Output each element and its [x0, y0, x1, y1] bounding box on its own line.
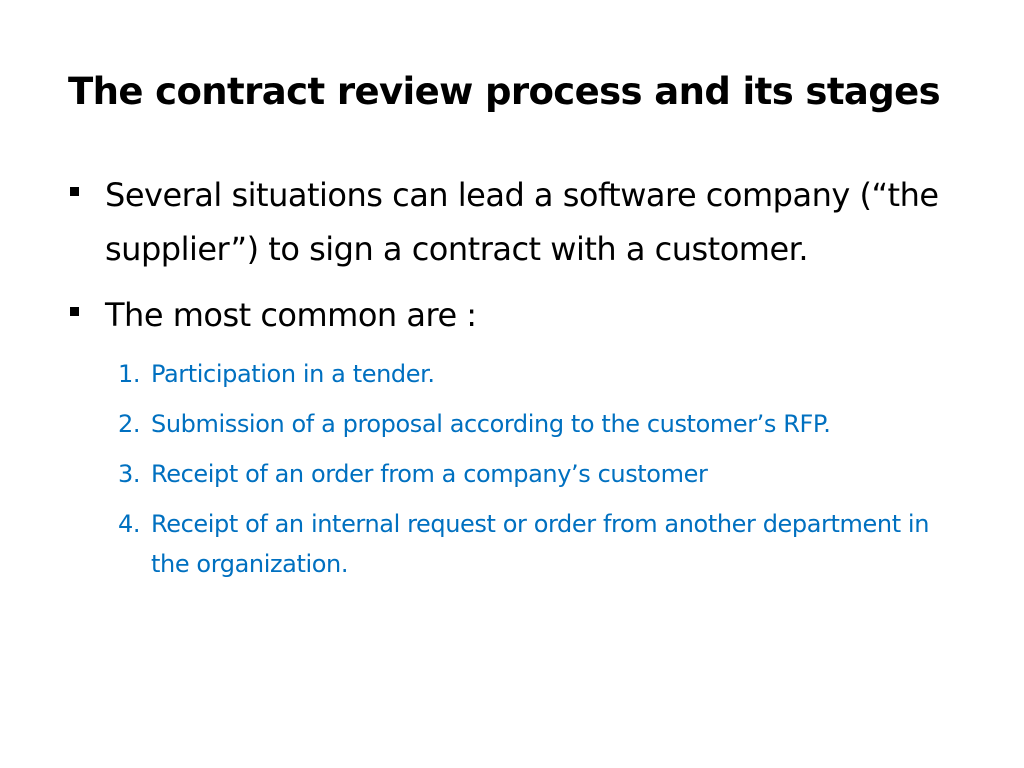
- square-bullet-icon: [70, 187, 79, 196]
- bullet-text: Several situations can lead a software c…: [105, 176, 939, 268]
- item-number: 2.: [118, 410, 141, 438]
- list-item: 2. Submission of a proposal according to…: [70, 404, 970, 444]
- item-number: 1.: [118, 360, 141, 388]
- list-item: 4. Receipt of an internal request or ord…: [70, 504, 970, 584]
- square-bullet-icon: [70, 307, 79, 316]
- item-text: Receipt of an internal request or order …: [151, 510, 930, 578]
- list-item: 3. Receipt of an order from a company’s …: [70, 454, 970, 494]
- slide-title: The contract review process and its stag…: [68, 70, 941, 113]
- item-number: 4.: [118, 510, 141, 538]
- item-text: Submission of a proposal according to th…: [151, 410, 831, 438]
- bullet-item: The most common are :: [70, 288, 970, 342]
- item-text: Receipt of an order from a company’s cus…: [151, 460, 708, 488]
- item-text: Participation in a tender.: [151, 360, 435, 388]
- numbered-list: 1. Participation in a tender. 2. Submiss…: [70, 354, 970, 584]
- list-item: 1. Participation in a tender.: [70, 354, 970, 394]
- bullet-item: Several situations can lead a software c…: [70, 168, 970, 276]
- item-number: 3.: [118, 460, 141, 488]
- bullet-text: The most common are :: [105, 296, 477, 334]
- slide-body: Several situations can lead a software c…: [70, 168, 970, 594]
